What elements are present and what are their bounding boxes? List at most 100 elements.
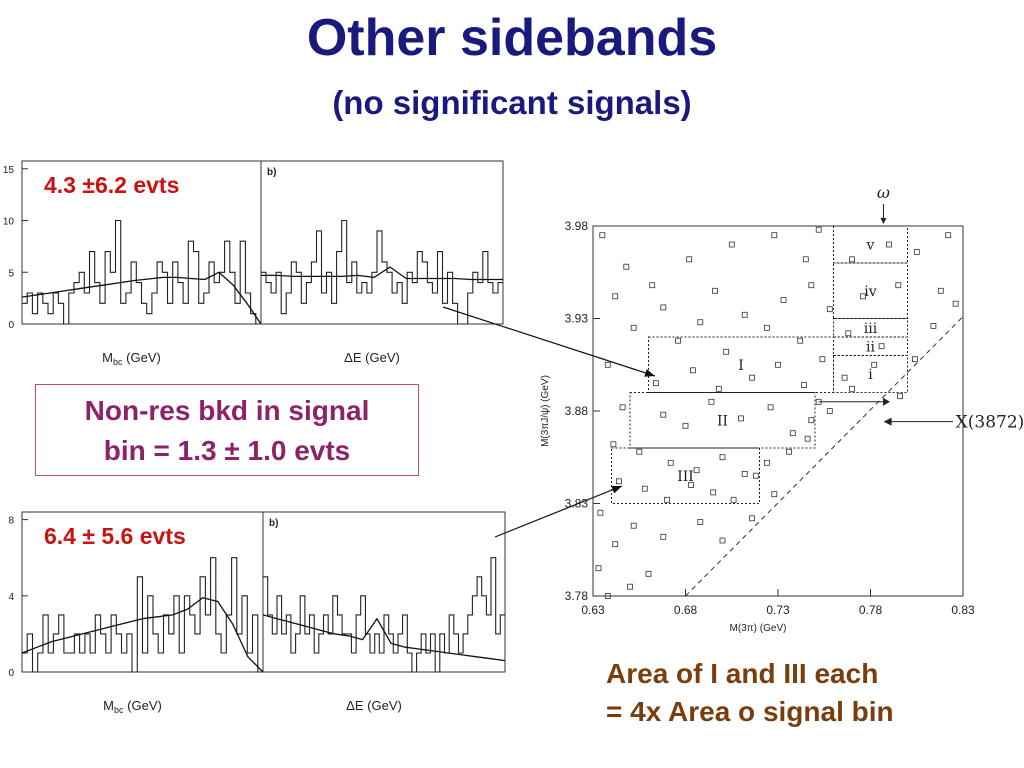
histogram-bin — [242, 596, 247, 672]
scatter-point — [728, 241, 735, 248]
scatter-point — [719, 454, 726, 461]
x3872-label: X(3872) — [956, 413, 1024, 433]
histogram-bin — [445, 653, 450, 672]
x-tick-label: 0.73 — [766, 603, 790, 617]
scatter-point — [786, 448, 792, 455]
histogram-bin — [80, 653, 85, 672]
histogram-bin — [162, 272, 167, 324]
scatter-point — [599, 232, 606, 239]
scatter-point — [660, 411, 667, 418]
scatter-point — [895, 282, 902, 289]
histogram-bin — [496, 634, 501, 672]
histogram-bin — [403, 615, 408, 672]
histogram-bin — [305, 634, 310, 672]
scatter-point — [886, 241, 892, 248]
histogram-bin — [483, 252, 488, 324]
histogram-bin — [301, 303, 306, 324]
histogram-bin — [347, 634, 352, 672]
scatter-point — [775, 361, 781, 368]
histogram-bin — [152, 293, 157, 324]
histogram-bin — [361, 596, 366, 672]
scatter-point — [767, 404, 774, 411]
histogram-bin — [427, 283, 432, 324]
pointer-arrows — [442, 306, 656, 538]
histogram-bin — [157, 262, 162, 324]
histogram-bin — [357, 293, 362, 324]
scatter-point — [616, 478, 622, 485]
scatter-point — [797, 337, 804, 344]
scatter-point — [660, 304, 667, 311]
histogram-bin — [148, 596, 153, 672]
histogram-bin — [225, 241, 230, 324]
histogram-bin — [27, 634, 32, 672]
histogram-bin — [324, 615, 329, 672]
scatter-point — [897, 393, 903, 400]
scatter-point — [612, 541, 619, 548]
histogram-bin — [48, 314, 53, 324]
scatter-point — [849, 385, 855, 392]
scatter-point — [878, 343, 885, 350]
scatter-point — [667, 459, 674, 466]
histogram-bin — [38, 293, 43, 324]
histogram-bin — [105, 252, 110, 324]
histogram-bin — [398, 634, 403, 672]
histogram-bin — [488, 283, 493, 324]
histogram-bin — [379, 653, 384, 672]
y-tick-label: 10 — [3, 217, 15, 228]
histogram-bin — [332, 303, 337, 324]
histogram-bin — [106, 653, 111, 672]
region-label: I — [738, 358, 744, 374]
fit-curve — [261, 266, 503, 281]
histogram-bin — [209, 262, 214, 324]
y-tick-label: 0 — [8, 320, 14, 331]
nonres-background-note: Non-res bkd in signal bin = 1.3 ± 1.0 ev… — [35, 384, 419, 476]
scatter-point — [712, 287, 718, 294]
histogram-bin — [90, 252, 95, 324]
histogram-bin — [221, 653, 226, 672]
histogram-bin — [468, 293, 473, 324]
scatter-point — [690, 367, 696, 374]
x-axis-label: Mbc (GeV) — [102, 350, 161, 367]
y-tick-label: 3.83 — [565, 497, 589, 511]
histogram-bin — [482, 596, 487, 672]
histogram-bin — [338, 615, 343, 672]
histogram-bin — [158, 653, 163, 672]
histogram-bin — [500, 615, 505, 672]
pointer-arrow — [494, 485, 623, 538]
scatter-point — [945, 232, 952, 239]
scatter-point — [604, 593, 611, 599]
scatter-point — [937, 287, 944, 294]
histogram-bin — [372, 272, 377, 324]
scatter-point — [741, 311, 748, 318]
y-tick-label: 5 — [8, 268, 14, 279]
histogram-bin — [412, 283, 417, 324]
scatter-point — [849, 256, 855, 263]
histogram-steps — [21, 219, 261, 325]
histogram-bin — [101, 634, 106, 672]
scatter-point — [697, 519, 704, 525]
y-tick-label: 0 — [8, 668, 14, 679]
scatter-point — [686, 256, 693, 263]
pointer-arrow — [442, 306, 656, 377]
histogram-bin — [153, 634, 158, 672]
scatter-point — [808, 282, 815, 289]
panel-label: b) — [269, 518, 278, 529]
histogram-bin — [211, 558, 216, 672]
histogram-bin — [362, 283, 367, 324]
scatter-point — [636, 448, 643, 455]
scatter-point — [841, 374, 848, 381]
histogram-bin — [168, 303, 173, 324]
histogram-bin — [268, 615, 273, 672]
x-tick-label: 0.68 — [674, 603, 698, 617]
region-box — [611, 447, 760, 504]
slide-title: Other sidebands — [306, 9, 718, 67]
fit-curve — [262, 614, 506, 662]
histogram-bin — [291, 653, 296, 672]
scatter-point — [623, 263, 630, 270]
y-tick-label: 3.93 — [565, 312, 589, 326]
scatter-point — [764, 324, 770, 331]
histogram-bin — [131, 262, 136, 324]
y-tick-label: 8 — [8, 516, 14, 527]
histogram-bin — [116, 221, 121, 325]
